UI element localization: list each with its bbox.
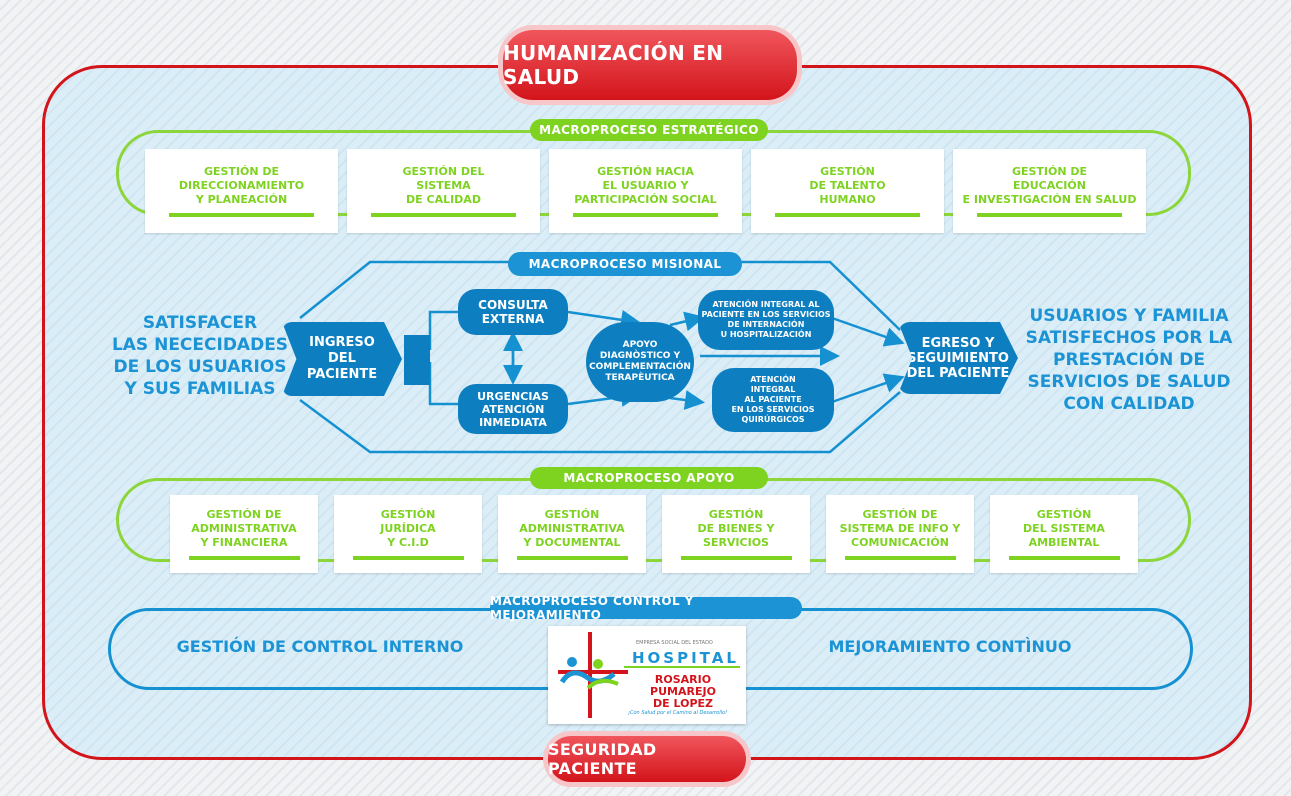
card-underline: [977, 213, 1122, 217]
estrategico-label: MACROPROCESO ESTRATÉGICO: [530, 119, 768, 141]
card-underline: [1008, 556, 1120, 560]
card-direccionamiento: GESTIÓN DE DIRECCIONAMIENTO Y PLANEACIÓN: [145, 149, 338, 233]
humanizacion-title: HUMANIZACIÓN EN SALUD: [503, 30, 797, 100]
card-underline: [573, 213, 718, 217]
ingreso-connector: [404, 335, 430, 385]
logo-small-text: EMPRESA SOCIAL DEL ESTADO: [636, 640, 713, 646]
card-label: GESTIÓN DEL SISTEMA DE CALIDAD: [402, 165, 485, 206]
apoyo-diagnostico-node: APOYO DIAGNÒSTICO Y COMPLEMENTACIÓN TERA…: [586, 322, 694, 402]
atencion-internacion-node: ATENCIÓN INTEGRAL AL PACIENTE EN LOS SER…: [698, 290, 834, 350]
ingreso-node: INGRESO DEL PACIENTE: [282, 322, 402, 396]
card-underline: [371, 213, 516, 217]
card-financiera: GESTIÓN DE ADMINISTRATIVA Y FINANCIERA: [170, 495, 318, 573]
right-outcome-text: USUARIOS Y FAMILIA SATISFECHOS POR LA PR…: [1025, 306, 1233, 414]
card-label: GESTIÓN ADMINISTRATIVA Y DOCUMENTAL: [519, 508, 625, 549]
card-label: GESTIÓN DE BIENES Y SERVICIOS: [697, 508, 775, 549]
card-underline: [352, 556, 464, 560]
consulta-externa-node: CONSULTA EXTERNA: [458, 289, 568, 335]
hospital-logo: EMPRESA SOCIAL DEL ESTADO HOSPITAL ROSAR…: [548, 626, 746, 724]
apoyo-label: MACROPROCESO APOYO: [530, 467, 768, 489]
egreso-node: EGRESO Y SEGUIMIENTO DEL PACIENTE: [898, 322, 1018, 394]
logo-mark-icon: [558, 632, 740, 718]
card-talento: GESTIÓN DE TALENTO HUMANO: [751, 149, 944, 233]
seguridad-paciente-title: SEGURIDAD PACIENTE: [548, 736, 746, 782]
card-label: GESTIÓN DE SISTEMA DE INFO Y COMUNICACIÓ…: [839, 508, 961, 549]
logo-name-text: ROSARIO PUMAREJO DE LOPEZ: [650, 673, 716, 710]
card-label: GESTIÓN DE TALENTO HUMANO: [809, 165, 886, 206]
card-label: GESTIÓN HACIA EL USUARIO Y PARTICIPACIÓN…: [574, 165, 717, 206]
card-label: GESTIÓN DE DIRECCIONAMIENTO Y PLANEACIÓN: [178, 165, 305, 206]
urgencias-node: URGENCIAS ATENCIÓN INMEDIATA: [458, 384, 568, 434]
card-comunicacion: GESTIÓN DE SISTEMA DE INFO Y COMUNICACIÓ…: [826, 495, 974, 573]
card-label: GESTIÒN DEL SISTEMA AMBIENTAL: [1023, 508, 1105, 549]
left-objective-text: SATISFACER LAS NECECIDADES DE LOS USUARI…: [111, 313, 289, 399]
logo-hospital-text: HOSPITAL: [632, 649, 739, 667]
card-documental: GESTIÓN ADMINISTRATIVA Y DOCUMENTAL: [498, 495, 646, 573]
card-underline: [680, 556, 792, 560]
card-underline: [516, 556, 628, 560]
card-underline: [188, 556, 300, 560]
logo-slogan-text: ¡Con Salud por el Camino al Desarrollo!: [628, 710, 728, 716]
control-label: MACROPROCESO CONTROL Y MEJORAMIENTO: [490, 594, 802, 622]
control-interno-text: GESTIÓN DE CONTROL INTERNO: [176, 637, 464, 656]
card-calidad: GESTIÓN DEL SISTEMA DE CALIDAD: [347, 149, 540, 233]
card-usuario: GESTIÓN HACIA EL USUARIO Y PARTICIPACIÓN…: [549, 149, 742, 233]
card-juridica: GESTIÓN JURÍDICA Y C.I.D: [334, 495, 482, 573]
atencion-quirurgicos-node: ATENCIÓN INTEGRAL AL PACIENTE EN LOS SER…: [712, 368, 834, 432]
card-bienes: GESTIÓN DE BIENES Y SERVICIOS: [662, 495, 810, 573]
card-underline: [844, 556, 956, 560]
card-label: GESTIÓN DE EDUCACIÓN E INVESTIGACIÓN EN …: [962, 165, 1137, 206]
card-educacion: GESTIÓN DE EDUCACIÓN E INVESTIGACIÓN EN …: [953, 149, 1146, 233]
misional-label: MACROPROCESO MISIONAL: [508, 252, 742, 276]
card-underline: [775, 213, 920, 217]
mejoramiento-text: MEJORAMIENTO CONTÌNUO: [828, 637, 1072, 656]
card-underline: [169, 213, 314, 217]
card-label: GESTIÓN JURÍDICA Y C.I.D: [380, 508, 436, 549]
card-label: GESTIÓN DE ADMINISTRATIVA Y FINANCIERA: [191, 508, 297, 549]
card-ambiental: GESTIÒN DEL SISTEMA AMBIENTAL: [990, 495, 1138, 573]
